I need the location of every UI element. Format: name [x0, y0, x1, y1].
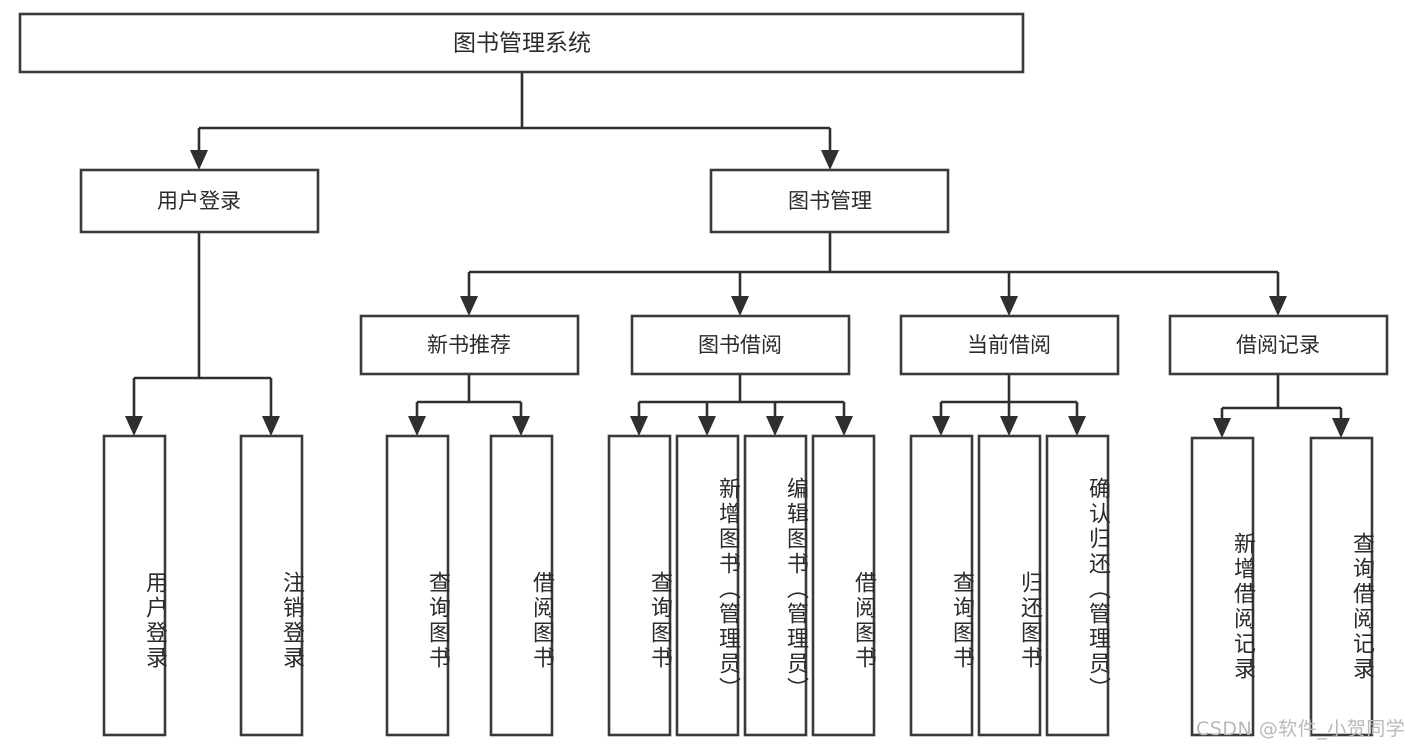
arrow-head-leaf-confirm-return — [1068, 416, 1086, 436]
connector-group-new-book-recommend — [408, 374, 530, 436]
node-box-book-management[interactable] — [709, 168, 950, 234]
node-box-book-borrow[interactable] — [630, 314, 851, 376]
node-box-leaf-query-book-3[interactable] — [909, 434, 974, 737]
node-box-leaf-borrow-book-2[interactable] — [811, 434, 876, 737]
node-box-leaf-borrow-book-1[interactable] — [489, 434, 554, 737]
arrow-head-leaf-borrow-book-1 — [512, 416, 530, 436]
arrow-head-borrow-records — [1269, 296, 1287, 316]
node-box-borrow-records[interactable] — [1168, 314, 1389, 376]
arrow-head-book-borrow — [731, 296, 749, 316]
arrow-head-leaf-query-book-2 — [630, 416, 648, 436]
connector-group-current-borrow — [932, 374, 1086, 436]
node-box-new-book-recommend[interactable] — [359, 314, 580, 376]
node-box-leaf-add-record[interactable] — [1190, 436, 1255, 737]
arrow-head-new-book-recommend — [460, 296, 478, 316]
connector-group-borrow-records — [1213, 374, 1350, 438]
arrow-head-leaf-borrow-book-2 — [835, 416, 853, 436]
node-box-leaf-query-book-2[interactable] — [607, 434, 672, 737]
arrow-head-current-borrow — [1000, 296, 1018, 316]
arrow-head-leaf-query-book-1 — [408, 416, 426, 436]
label-book-borrow: 图书借阅 — [698, 333, 782, 357]
arrow-head-user-login — [190, 150, 208, 170]
arrow-head-leaf-add-book — [698, 416, 716, 436]
label-borrow-records: 借阅记录 — [1236, 333, 1320, 357]
node-box-leaf-query-book-1[interactable] — [385, 434, 450, 737]
connector-group-user-login — [125, 232, 280, 436]
arrow-head-leaf-edit-book — [766, 416, 784, 436]
node-box-leaf-edit-book[interactable] — [743, 434, 808, 737]
label-current-borrow: 当前借阅 — [967, 333, 1051, 357]
arrow-head-leaf-user-logout — [262, 416, 280, 436]
arrow-head-leaf-add-record — [1213, 418, 1231, 438]
node-box-root[interactable] — [18, 12, 1025, 74]
connector-group-book-borrow — [630, 374, 853, 436]
node-box-current-borrow[interactable] — [899, 314, 1120, 376]
watermark-text: CSDN @软件_小贺同学 — [1196, 718, 1405, 740]
node-box-leaf-user-login[interactable] — [102, 434, 167, 737]
connector-group-book-management — [460, 232, 1287, 316]
label-book-management: 图书管理 — [788, 189, 872, 213]
arrow-head-leaf-query-record — [1332, 418, 1350, 438]
label-root: 图书管理系统 — [453, 31, 591, 57]
node-box-leaf-query-record[interactable] — [1309, 436, 1374, 737]
node-box-leaf-user-logout[interactable] — [239, 434, 304, 737]
node-box-leaf-return-book[interactable] — [977, 434, 1042, 737]
connector-group-root — [190, 72, 839, 170]
arrow-head-book-management — [821, 150, 839, 170]
arrow-head-leaf-return-book — [1000, 416, 1018, 436]
node-box-leaf-add-book[interactable] — [675, 434, 740, 737]
node-box-user-login[interactable] — [79, 168, 320, 234]
node-box-leaf-confirm-return[interactable] — [1045, 434, 1110, 737]
arrow-head-leaf-query-book-3 — [932, 416, 950, 436]
label-user-login: 用户登录 — [157, 189, 241, 213]
label-new-book-recommend: 新书推荐 — [427, 333, 511, 357]
arrow-head-leaf-user-login — [125, 416, 143, 436]
